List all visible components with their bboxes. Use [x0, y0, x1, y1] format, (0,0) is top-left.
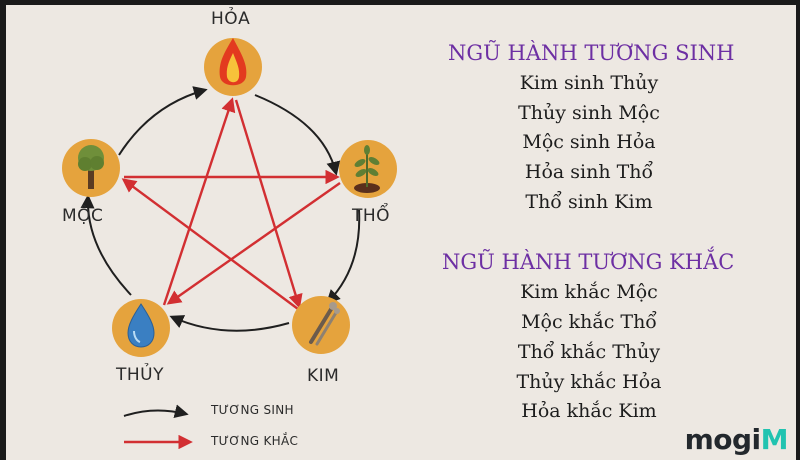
- wood-node: [62, 139, 120, 197]
- arrow-fire-to-metal: [234, 99, 303, 309]
- overcoming-item: Hỏa khắc Kim: [521, 400, 657, 422]
- metal-node: [292, 296, 350, 354]
- generating-item: Thủy sinh Mộc: [518, 102, 660, 124]
- overcoming-item: Kim khắc Mộc: [520, 281, 658, 303]
- tree-icon: [78, 145, 104, 189]
- generating-item: Hỏa sinh Thổ: [524, 161, 654, 183]
- metal-label: KIM: [307, 366, 340, 386]
- arrow-metal-to-wood: [121, 178, 299, 310]
- brand-mark: M: [760, 423, 789, 456]
- legend-generating-arrow: [123, 404, 189, 419]
- overcoming-heading: NGŨ HÀNH TƯƠNG KHẮC: [442, 250, 735, 274]
- overcoming-item: Thổ khắc Thủy: [517, 341, 661, 363]
- flame-icon: [219, 38, 247, 86]
- arc-wood-to-fire: [118, 86, 208, 156]
- arc-water-to-wood: [80, 194, 132, 296]
- arrow-earth-to-water: [166, 182, 341, 305]
- mogi-logo: mogiM: [684, 423, 789, 456]
- sprout-icon: [354, 145, 380, 193]
- water-node: [112, 299, 170, 357]
- tools-icon: [309, 302, 340, 346]
- overcoming-item: Thủy khắc Hỏa: [516, 371, 662, 393]
- five-elements-diagram: [62, 38, 397, 450]
- earth-node: [339, 140, 397, 198]
- arc-metal-to-water: [169, 315, 290, 332]
- arrow-water-to-fire: [162, 97, 236, 306]
- generating-heading: NGŨ HÀNH TƯƠNG SINH: [448, 41, 735, 65]
- fire-node: [204, 38, 262, 96]
- fire-label: HỎA: [211, 9, 251, 29]
- legend-overcoming-label: TƯƠNG KHẮC: [211, 434, 299, 448]
- overcoming-item: Mộc khắc Thổ: [521, 311, 657, 333]
- brand-text: mogi: [684, 423, 762, 456]
- generating-item: Kim sinh Thủy: [519, 72, 659, 94]
- generating-item: Mộc sinh Hỏa: [522, 131, 656, 153]
- generating-item: Thổ sinh Kim: [525, 191, 653, 213]
- legend-generating-label: TƯƠNG SINH: [211, 403, 294, 417]
- five-elements-canvas: HỎA THỔ KIM THỦY MỘC TƯƠNG SINH TƯƠNG KH…: [6, 5, 796, 460]
- arc-fire-to-earth: [254, 94, 341, 176]
- wood-label: MỘC: [62, 206, 104, 226]
- earth-label: THỔ: [352, 206, 391, 226]
- arc-earth-to-metal: [326, 209, 361, 305]
- water-label: THỦY: [116, 365, 164, 385]
